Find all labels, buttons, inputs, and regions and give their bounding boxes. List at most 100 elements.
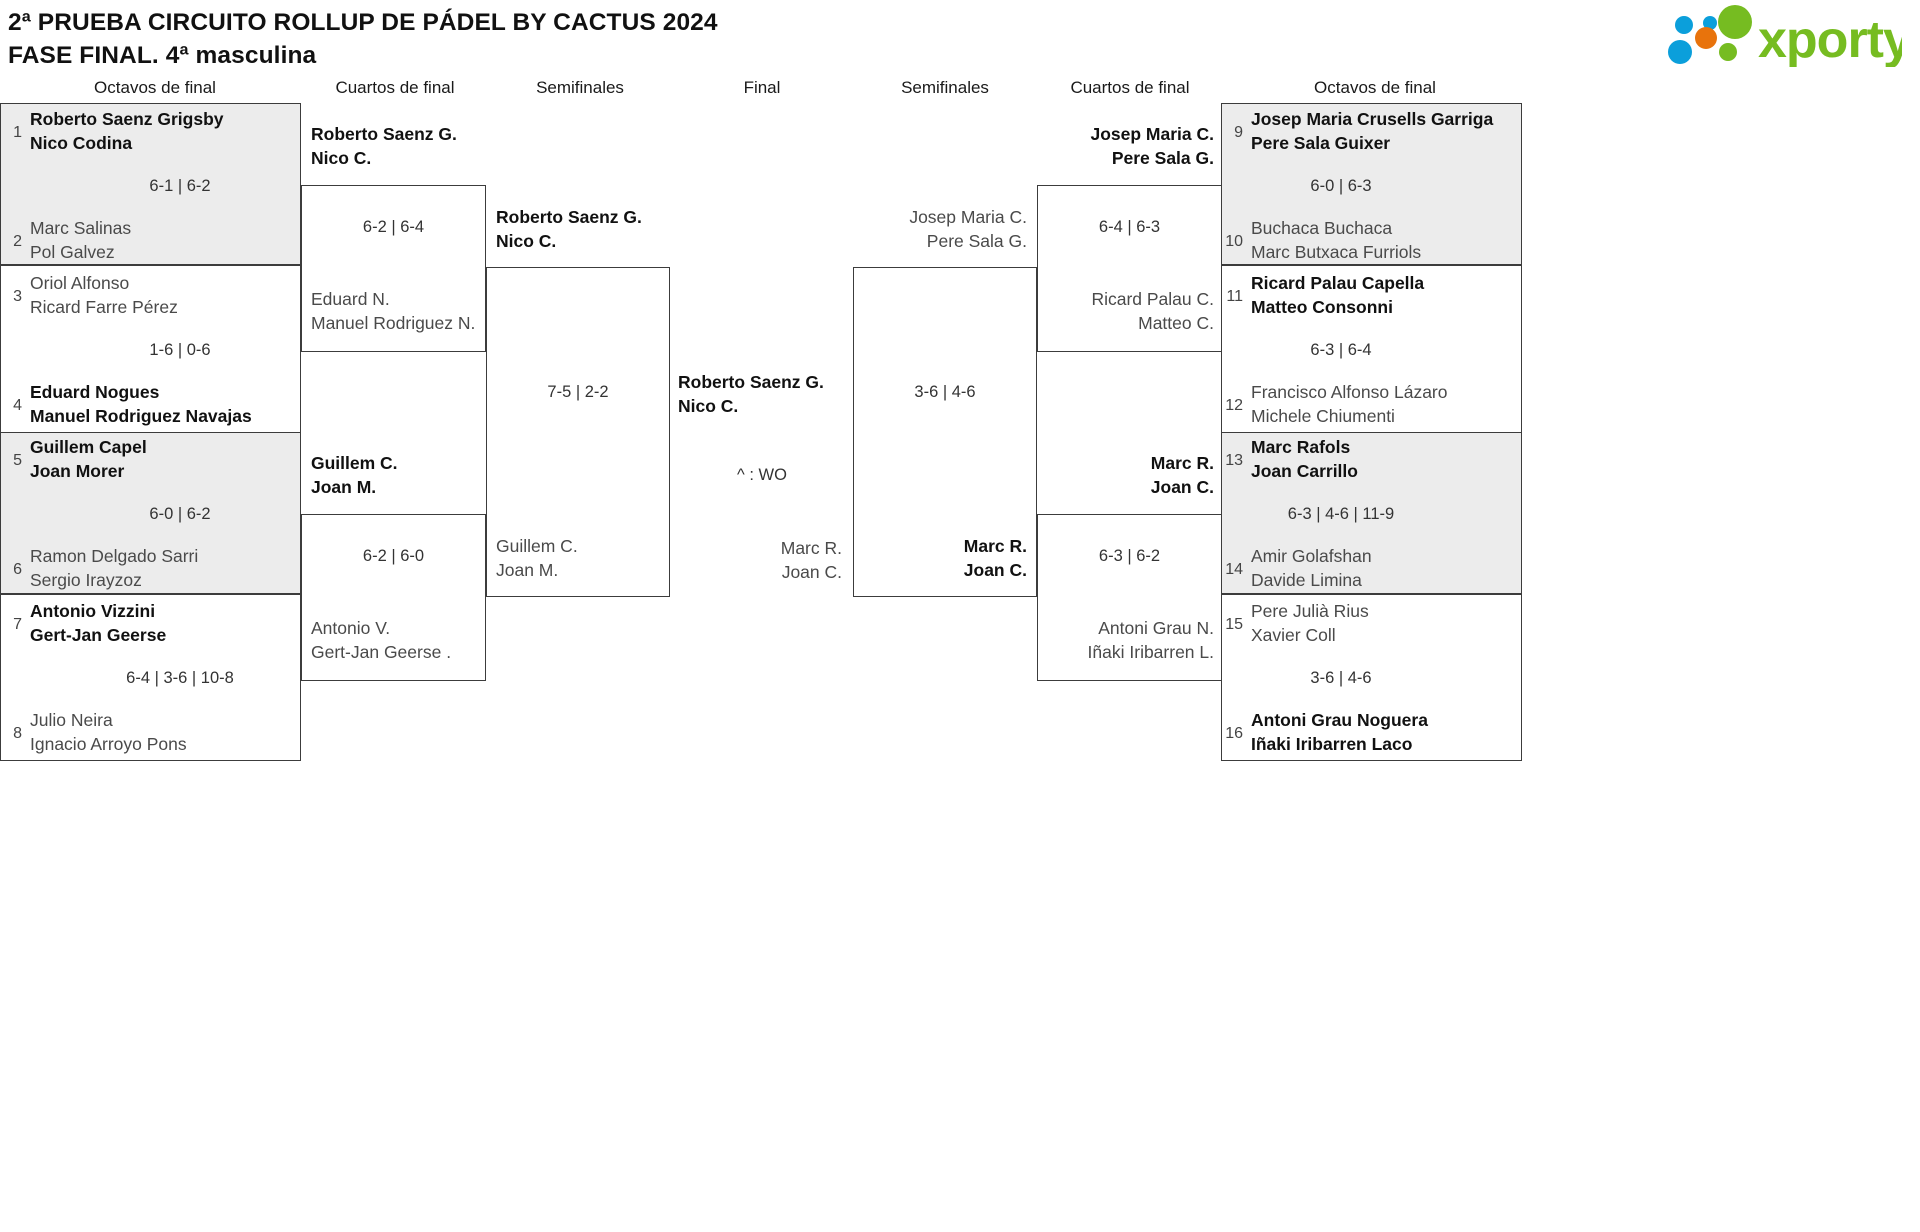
player-names: Roberto Saenz Grigsby Nico Codina <box>22 108 224 155</box>
semis-right-entry-1[interactable]: Josep Maria C. Pere Sala G. <box>805 206 1035 253</box>
player-name-1: Eduard N. <box>311 289 390 309</box>
octavos-entry-1[interactable]: 1 Roberto Saenz Grigsby Nico Codina <box>0 108 300 155</box>
player-name-2: Ricard Farre Pérez <box>30 296 178 317</box>
octavos-right-entry-12[interactable]: 12 Francisco Alfonso Lázaro Michele Chiu… <box>1221 381 1521 428</box>
page-title-line-2: FASE FINAL. 4ª masculina <box>8 42 317 69</box>
player-names: Roberto Saenz G. Nico C. <box>303 123 457 170</box>
player-name-1: Roberto Saenz G. <box>678 372 824 392</box>
player-name-2: Davide Limina <box>1251 569 1362 590</box>
octavos-score-4: 6-4 | 3-6 | 10-8 <box>126 669 234 687</box>
page-title-line-1: 2ª PRUEBA CIRCUITO ROLLUP DE PÁDEL BY CA… <box>8 9 718 36</box>
player-names: Marc Salinas Pol Galvez <box>22 217 131 264</box>
semis-right-score: 3-6 | 4-6 <box>914 383 976 401</box>
cuartos-left-entry-4[interactable]: Antonio V. Gert-Jan Geerse . <box>303 617 533 664</box>
player-name-1: Guillem C. <box>311 453 398 473</box>
octavos-match-1-shade <box>1 104 300 264</box>
octavos-score-2: 1-6 | 0-6 <box>149 341 211 359</box>
player-names: Josep Maria Crusells Garriga Pere Sala G… <box>1243 108 1493 155</box>
seed-number: 5 <box>13 452 22 469</box>
player-names: Pere Julià Rius Xavier Coll <box>1243 600 1369 647</box>
octavos-match-3-box[interactable] <box>0 432 301 594</box>
player-name-2: Nico C. <box>678 395 739 416</box>
player-name-1: Antoni Grau N. <box>1098 618 1214 638</box>
cuartos-left-score-2: 6-2 | 6-0 <box>362 547 425 565</box>
player-names: Ramon Delgado Sarri Sergio Irayzoz <box>22 545 198 592</box>
seed-number: 4 <box>13 397 22 414</box>
semis-left-match-box[interactable] <box>486 267 670 597</box>
octavos-right-entry-16[interactable]: 16 Antoni Grau Noguera Iñaki Iribarren L… <box>1221 709 1521 756</box>
seed-number: 1 <box>13 124 22 141</box>
player-name-2: Nico C. <box>496 230 557 251</box>
cuartos-left-entry-1[interactable]: Roberto Saenz G. Nico C. <box>303 123 523 170</box>
octavos-entry-4[interactable]: 4 Eduard Nogues Manuel Rodriguez Navajas <box>0 381 300 428</box>
seed-number: 14 <box>1225 561 1243 578</box>
player-name-1: Josep Maria C. <box>909 207 1027 227</box>
octavos-right-match-3-box[interactable] <box>1221 432 1522 594</box>
seed-number: 16 <box>1225 725 1243 742</box>
octavos-score-1: 6-1 | 6-2 <box>149 177 211 195</box>
cuartos-right-entry-2[interactable]: Ricard Palau C. Matteo C. <box>990 288 1222 335</box>
player-names: Julio Neira Ignacio Arroyo Pons <box>22 709 187 756</box>
player-name-2: Sergio Irayzoz <box>30 569 142 590</box>
octavos-right-entry-13[interactable]: 13 Marc Rafols Joan Carrillo <box>1221 436 1521 483</box>
player-name-2: Pol Galvez <box>30 241 115 262</box>
player-names: Marc R. Joan C. <box>781 537 850 584</box>
page-header: 2ª PRUEBA CIRCUITO ROLLUP DE PÁDEL BY CA… <box>0 0 1920 88</box>
octavos-entry-2[interactable]: 2 Marc Salinas Pol Galvez <box>0 217 300 264</box>
cuartos-right-entry-1[interactable]: Josep Maria C. Pere Sala G. <box>990 123 1222 170</box>
player-names: Oriol Alfonso Ricard Farre Pérez <box>22 272 178 319</box>
player-name-2: Michele Chiumenti <box>1251 405 1395 426</box>
octavos-right-match-1-box[interactable] <box>1221 103 1522 265</box>
semis-left-score: 7-5 | 2-2 <box>547 383 609 401</box>
octavos-right-entry-9[interactable]: 9 Josep Maria Crusells Garriga Pere Sala… <box>1221 108 1521 155</box>
cuartos-left-match-1-box[interactable] <box>301 185 486 352</box>
octavos-match-1-box[interactable] <box>0 103 301 265</box>
player-name-1: Ricard Palau Capella <box>1251 273 1425 293</box>
cuartos-left-entry-2[interactable]: Eduard N. Manuel Rodriguez N. <box>303 288 533 335</box>
octavos-entry-3[interactable]: 3 Oriol Alfonso Ricard Farre Pérez <box>0 272 300 319</box>
player-name-2: Joan M. <box>311 476 377 497</box>
octavos-entry-5[interactable]: 5 Guillem Capel Joan Morer <box>0 436 300 483</box>
final-entry-top[interactable]: Roberto Saenz G. Nico C. <box>670 371 910 418</box>
octavos-right-entry-11[interactable]: 11 Ricard Palau Capella Matteo Consonni <box>1221 272 1521 319</box>
octavos-entry-6[interactable]: 6 Ramon Delgado Sarri Sergio Irayzoz <box>0 545 300 592</box>
player-name-2: Joan Morer <box>30 460 125 481</box>
player-names: Josep Maria C. Pere Sala G. <box>909 206 1035 253</box>
final-entry-bottom[interactable]: Marc R. Joan C. <box>610 537 850 584</box>
seed-number: 15 <box>1225 616 1243 633</box>
player-name-1: Buchaca Buchaca <box>1251 218 1393 238</box>
cuartos-right-entry-4[interactable]: Antoni Grau N. Iñaki Iribarren L. <box>970 617 1222 664</box>
seed-number: 3 <box>13 288 22 305</box>
octavos-right-score-1: 6-0 | 6-3 <box>1310 177 1372 195</box>
player-names: Marc R. Joan C. <box>1151 452 1222 499</box>
semis-right-entry-2[interactable]: Marc R. Joan C. <box>805 535 1035 582</box>
octavos-right-match-4-box[interactable] <box>1221 594 1522 761</box>
octavos-right-entry-10[interactable]: 10 Buchaca Buchaca Marc Butxaca Furriols <box>1221 217 1521 264</box>
octavos-score-3: 6-0 | 6-2 <box>149 505 211 523</box>
player-name-1: Oriol Alfonso <box>30 273 130 293</box>
round-label-left-semis: Semifinales <box>536 78 624 97</box>
octavos-entry-7[interactable]: 7 Antonio Vizzini Gert-Jan Geerse <box>0 600 300 647</box>
semis-right-match-box[interactable] <box>853 267 1037 597</box>
octavos-entry-8[interactable]: 8 Julio Neira Ignacio Arroyo Pons <box>0 709 300 756</box>
cuartos-right-entry-3[interactable]: Marc R. Joan C. <box>990 452 1222 499</box>
player-name-1: Ricard Palau C. <box>1091 289 1214 309</box>
octavos-right-entry-15[interactable]: 15 Pere Julià Rius Xavier Coll <box>1221 600 1521 647</box>
player-name-1: Francisco Alfonso Lázaro <box>1251 382 1448 402</box>
cuartos-left-entry-3[interactable]: Guillem C. Joan M. <box>303 452 523 499</box>
player-name-1: Antonio Vizzini <box>30 601 156 621</box>
player-names: Ricard Palau C. Matteo C. <box>1091 288 1222 335</box>
semis-left-entry-2[interactable]: Guillem C. Joan M. <box>488 535 718 582</box>
player-name-1: Marc R. <box>1150 453 1214 473</box>
cuartos-left-match-2-box[interactable] <box>301 514 486 681</box>
player-name-1: Marc R. <box>963 536 1027 556</box>
seed-number: 10 <box>1225 233 1243 250</box>
octavos-right-entry-14[interactable]: 14 Amir Golafshan Davide Limina <box>1221 545 1521 592</box>
player-name-1: Pere Julià Rius <box>1251 601 1369 621</box>
player-name-2: Joan C. <box>963 559 1027 580</box>
semis-left-entry-1[interactable]: Roberto Saenz G. Nico C. <box>488 206 718 253</box>
octavos-match-4-box[interactable] <box>0 594 301 761</box>
octavos-right-score-3: 6-3 | 4-6 | 11-9 <box>1287 505 1395 523</box>
player-name-1: Josep Maria Crusells Garriga <box>1251 109 1494 129</box>
seed-number: 11 <box>1226 288 1243 305</box>
